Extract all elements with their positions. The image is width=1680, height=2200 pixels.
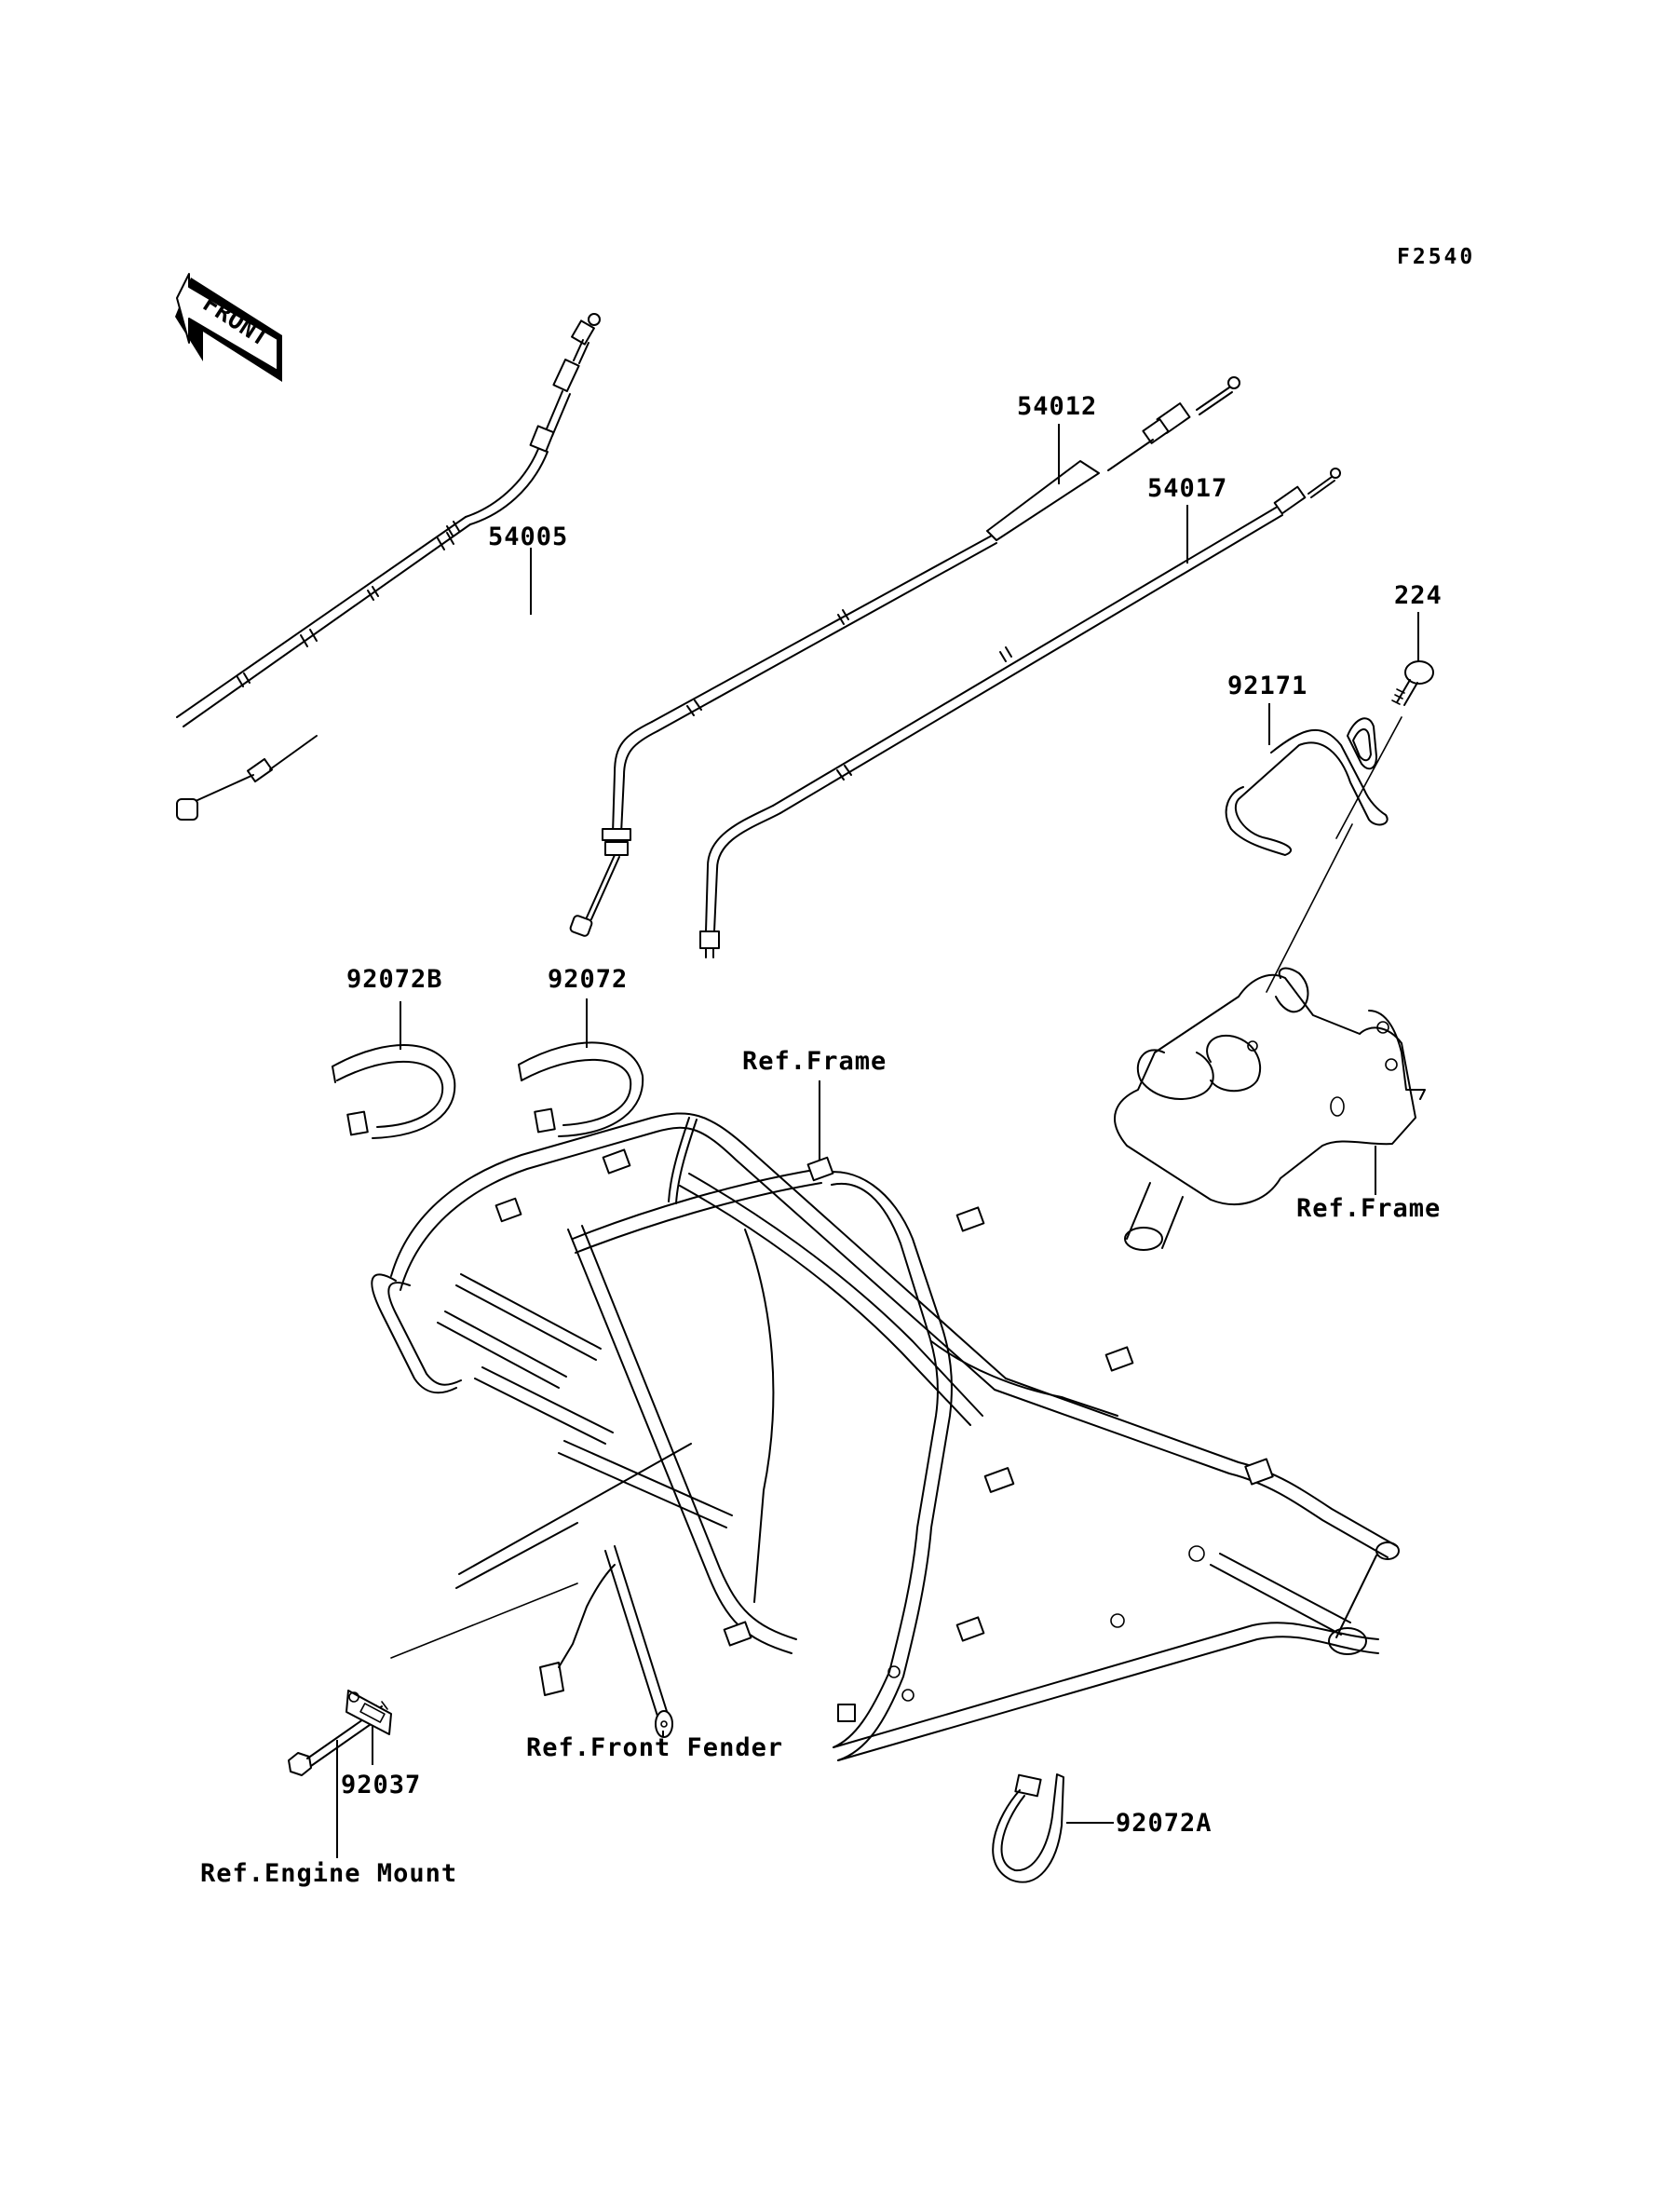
cable-54017[interactable] [699, 468, 1341, 958]
atv-frame [371, 1112, 1400, 1761]
label-224[interactable]: 224 [1394, 581, 1443, 610]
front-arrow-icon: FRONT [175, 273, 282, 382]
label-54005[interactable]: 54005 [488, 523, 568, 551]
ref-engine-mount-label[interactable]: Ref.Engine Mount [200, 1859, 457, 1888]
band-92072B[interactable] [332, 1044, 456, 1139]
ref-front-fender-label[interactable]: Ref.Front Fender [526, 1733, 783, 1762]
handlebar-mount-bracket [1114, 967, 1426, 1251]
label-92072B[interactable]: 92072B [346, 965, 443, 994]
screw-224[interactable] [1266, 660, 1434, 993]
label-92072A[interactable]: 92072A [1116, 1809, 1213, 1838]
label-92171[interactable]: 92171 [1227, 672, 1307, 700]
band-92072A[interactable] [992, 1773, 1064, 1883]
cable-54012[interactable] [569, 376, 1240, 937]
guide-92171[interactable] [1225, 717, 1389, 856]
front-fender-bracket [390, 1443, 692, 1738]
band-92072[interactable] [518, 1041, 644, 1137]
label-54017[interactable]: 54017 [1147, 474, 1227, 503]
ref-frame-top-label[interactable]: Ref.Frame [742, 1047, 887, 1076]
label-92037[interactable]: 92037 [341, 1771, 421, 1799]
label-54012[interactable]: 54012 [1017, 392, 1097, 421]
plate-92037[interactable] [345, 1690, 392, 1735]
ref-frame-right-label[interactable]: Ref.Frame [1296, 1194, 1441, 1223]
label-92072[interactable]: 92072 [548, 965, 628, 994]
cable-54005[interactable] [176, 313, 601, 821]
diagram-code: F2540 [1397, 245, 1475, 269]
